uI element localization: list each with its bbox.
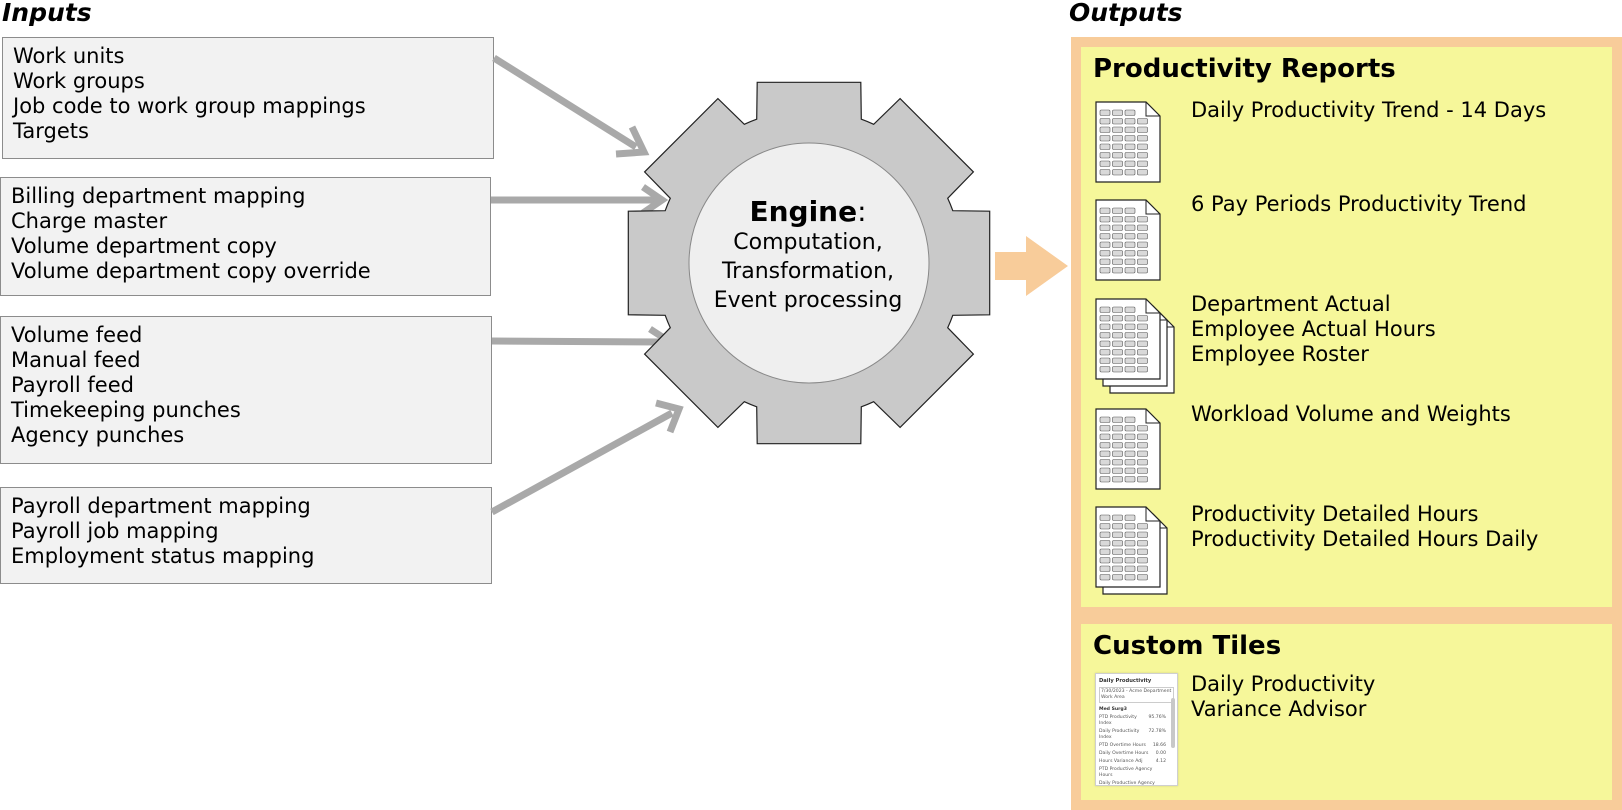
thumb-row-label: Daily Productive Agency Hours [1099, 781, 1155, 786]
spreadsheet-stack-icon[interactable] [1095, 506, 1171, 598]
engine-title: Engine: [688, 196, 928, 228]
report-label-line: Daily Productivity Trend - 14 Days [1191, 98, 1547, 122]
input-line: Work groups [13, 69, 145, 93]
thumb-row: PTD Productivity Index 95.76% [1099, 715, 1174, 727]
engine-label: Engine: Computation, Transformation, Eve… [688, 196, 928, 315]
tile-thumbnail-image[interactable]: Daily Productivity 7/30/2023 - Acme Depa… [1095, 673, 1178, 786]
thumb-section: Med Surg3 [1099, 707, 1127, 712]
thumb-row-value: 18.66 [1152, 743, 1166, 748]
thumb-row-label: PTD Productive Agency Hours [1099, 767, 1153, 778]
input-box-payroll-mapping: Payroll department mapping Payroll job m… [0, 487, 492, 584]
spreadsheet-page [1095, 298, 1161, 380]
thumb-row-label: Hours Variance Adj [1099, 759, 1143, 764]
thumb-row-value: 95.76% [1148, 715, 1166, 720]
tile-label-line: Daily Productivity [1191, 672, 1376, 696]
thumb-row-value: 72.78% [1148, 729, 1166, 734]
thumb-rows: PTD Productivity Index 95.76% Daily Produc… [1099, 715, 1174, 786]
input-line: Volume department copy override [11, 259, 371, 283]
engine-title-colon: : [857, 195, 867, 228]
thumb-row-label: PTD Overtime Hours [1099, 743, 1146, 748]
report-pay-periods-trend[interactable]: 6 Pay Periods Productivity Trend [1191, 192, 1526, 217]
inputs-heading: Inputs [2, 0, 92, 27]
input-box-billing: Billing department mapping Charge master… [0, 177, 491, 296]
input-line: Charge master [11, 209, 168, 233]
thumb-title: Daily Productivity [1099, 678, 1152, 684]
report-label-line: Productivity Detailed Hours [1191, 502, 1479, 526]
connector-arrow-4 [490, 409, 674, 516]
engine-line: Event processing [713, 288, 903, 313]
connector-arrow-3 [491, 337, 667, 346]
spreadsheet-page [1095, 101, 1161, 183]
report-label-line: Workload Volume and Weights [1191, 402, 1511, 426]
spreadsheet-page [1095, 408, 1161, 490]
thumb-row: Daily Overtime Hours 0.00 [1099, 751, 1174, 757]
thumb-row-label: Daily Overtime Hours [1099, 751, 1149, 756]
input-line: Payroll feed [11, 373, 134, 397]
report-label-line: Productivity Detailed Hours Daily [1191, 527, 1539, 551]
spreadsheet-page [1095, 199, 1161, 281]
input-box-feeds: Volume feed Manual feed Payroll feed Tim… [0, 316, 492, 464]
gear-center [688, 142, 930, 384]
input-line: Billing department mapping [11, 184, 306, 208]
tile-daily-productivity[interactable]: Daily Productivity Variance Advisor [1191, 672, 1375, 722]
outputs-heading: Outputs [1069, 0, 1183, 27]
spreadsheet-icon[interactable] [1095, 199, 1161, 283]
thumb-subtitle: 7/30/2023 - Acme Department Work Area [1099, 687, 1174, 703]
thumb-row-value: 0.00 [1155, 751, 1166, 756]
engine-gear-icon [627, 81, 991, 445]
thumb-row: Hours Variance Adj 4.12 [1099, 759, 1174, 765]
input-line: Targets [13, 119, 89, 143]
engine-title-text: Engine [749, 195, 858, 228]
thumb-scrollbar [1171, 698, 1175, 748]
engine-line: Transformation, [721, 259, 895, 284]
report-department-actual[interactable]: Department Actual Employee Actual Hours … [1191, 292, 1436, 367]
connector-arrowhead-4 [655, 399, 684, 434]
input-line: Volume feed [11, 323, 143, 347]
output-arrow [995, 236, 1068, 296]
input-line: Work units [13, 44, 125, 68]
thumb-row: PTD Productive Agency Hours [1099, 767, 1174, 779]
connector-arrowhead-1 [615, 125, 650, 158]
input-box-work-units: Work units Work groups Job code to work … [2, 37, 494, 159]
input-line: Manual feed [11, 348, 141, 372]
custom-tiles-title: Custom Tiles [1093, 631, 1282, 661]
input-line: Volume department copy [11, 234, 277, 258]
report-workload-volume[interactable]: Workload Volume and Weights [1191, 402, 1511, 427]
input-line: Payroll job mapping [11, 519, 219, 543]
thumb-row-label: PTD Productivity Index [1099, 715, 1137, 726]
spreadsheet-icon[interactable] [1095, 101, 1161, 185]
report-daily-productivity-trend[interactable]: Daily Productivity Trend - 14 Days [1191, 98, 1546, 123]
thumb-row: PTD Overtime Hours 18.66 [1099, 743, 1174, 749]
thumb-row: Daily Productivity Index 72.78% [1099, 729, 1174, 741]
report-label-line: 6 Pay Periods Productivity Trend [1191, 192, 1527, 216]
spreadsheet-stack-icon[interactable] [1095, 298, 1181, 398]
spreadsheet-page [1095, 506, 1161, 588]
connector-arrowhead-2 [641, 184, 669, 216]
input-line: Job code to work group mappings [13, 94, 366, 118]
report-label-line: Department Actual [1191, 292, 1391, 316]
tile-label-line: Variance Advisor [1191, 697, 1367, 721]
report-label-line: Employee Roster [1191, 342, 1369, 366]
input-line: Employment status mapping [11, 544, 315, 568]
input-line: Payroll department mapping [11, 494, 311, 518]
productivity-reports-title: Productivity Reports [1093, 54, 1396, 84]
report-detailed-hours[interactable]: Productivity Detailed Hours Productivity… [1191, 502, 1538, 552]
report-label-line: Employee Actual Hours [1191, 317, 1436, 341]
thumb-row-label: Daily Productivity Index [1099, 729, 1140, 740]
input-line: Agency punches [11, 423, 185, 447]
input-line: Timekeeping punches [11, 398, 241, 422]
thumb-row: Daily Productive Agency Hours [1099, 781, 1174, 786]
connector-arrow-1 [492, 55, 638, 150]
engine-line: Computation, [733, 230, 883, 255]
spreadsheet-icon[interactable] [1095, 408, 1161, 492]
thumb-row-value: 4.12 [1155, 759, 1166, 764]
